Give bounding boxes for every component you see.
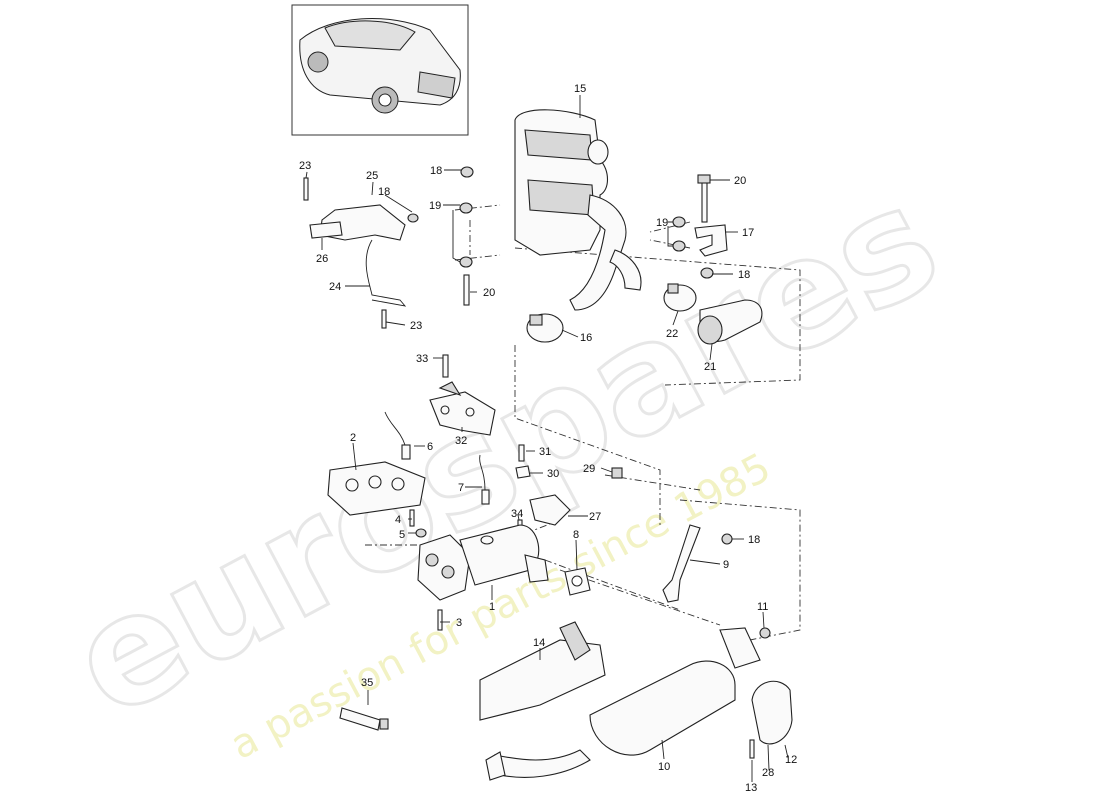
hardware [303,166,771,759]
label-10: 10 [658,761,670,773]
label-28: 28 [762,767,774,779]
leader-lines [305,95,789,782]
catalytic-converter-1 [417,524,549,601]
label-25: 25 [366,170,378,182]
clamp-16 [526,313,564,343]
label-2: 2 [350,432,356,444]
label-29: 29 [583,463,595,475]
oxygen-sensors [384,411,490,505]
rear-muffler-15 [514,109,642,311]
car-thumbnail [291,4,469,136]
label-3: 3 [456,617,462,629]
label-7: 7 [458,482,464,494]
bracket-17 [694,174,728,257]
part-labels: 15 18 19 20 20 19 17 18 16 22 21 23 25 1… [299,83,797,794]
label-12: 12 [785,754,797,766]
label-6: 6 [427,441,433,453]
label-34: 34 [511,508,523,520]
tailpipe-12 [751,680,793,745]
tailpipe-21 [697,299,763,345]
label-24: 24 [329,281,341,293]
watermark-brand: eurospares [45,153,964,752]
label-9: 9 [723,559,729,571]
label-33: 33 [416,353,428,365]
label-16: 16 [580,332,592,344]
gasket-8 [564,567,591,596]
label-23: 23 [410,320,422,332]
heat-shield-32 [429,381,496,436]
label-22: 22 [666,328,678,340]
label-14: 14 [533,637,545,649]
label-5: 5 [399,529,405,541]
label-30: 30 [547,468,559,480]
label-17: 17 [742,227,754,239]
label-35: 35 [361,677,373,689]
label-21: 21 [704,361,716,373]
front-muffler-10 [485,627,761,781]
label-19: 19 [429,200,441,212]
label-27: 27 [589,511,601,523]
clips [515,465,623,526]
gasket-2 [327,461,426,516]
label-11: 11 [757,601,768,613]
label-32: 32 [455,435,467,447]
label-18: 18 [738,269,750,281]
label-18: 18 [378,186,390,198]
label-18: 18 [748,534,760,546]
label-20: 20 [483,287,495,299]
heat-shield-14 [479,621,606,721]
label-31: 31 [539,446,551,458]
label-15: 15 [574,83,586,95]
paste-tube-35 [339,707,389,731]
clamp-22 [663,283,697,312]
label-1: 1 [489,601,495,613]
label-20: 20 [734,175,746,187]
hanger-24 [309,204,407,307]
bracket-9 [662,524,701,603]
label-4: 4 [395,514,401,526]
label-26: 26 [316,253,328,265]
label-18: 18 [430,165,442,177]
label-13: 13 [745,782,757,794]
label-19: 19 [656,217,668,229]
label-8: 8 [573,529,579,541]
label-23: 23 [299,160,311,172]
